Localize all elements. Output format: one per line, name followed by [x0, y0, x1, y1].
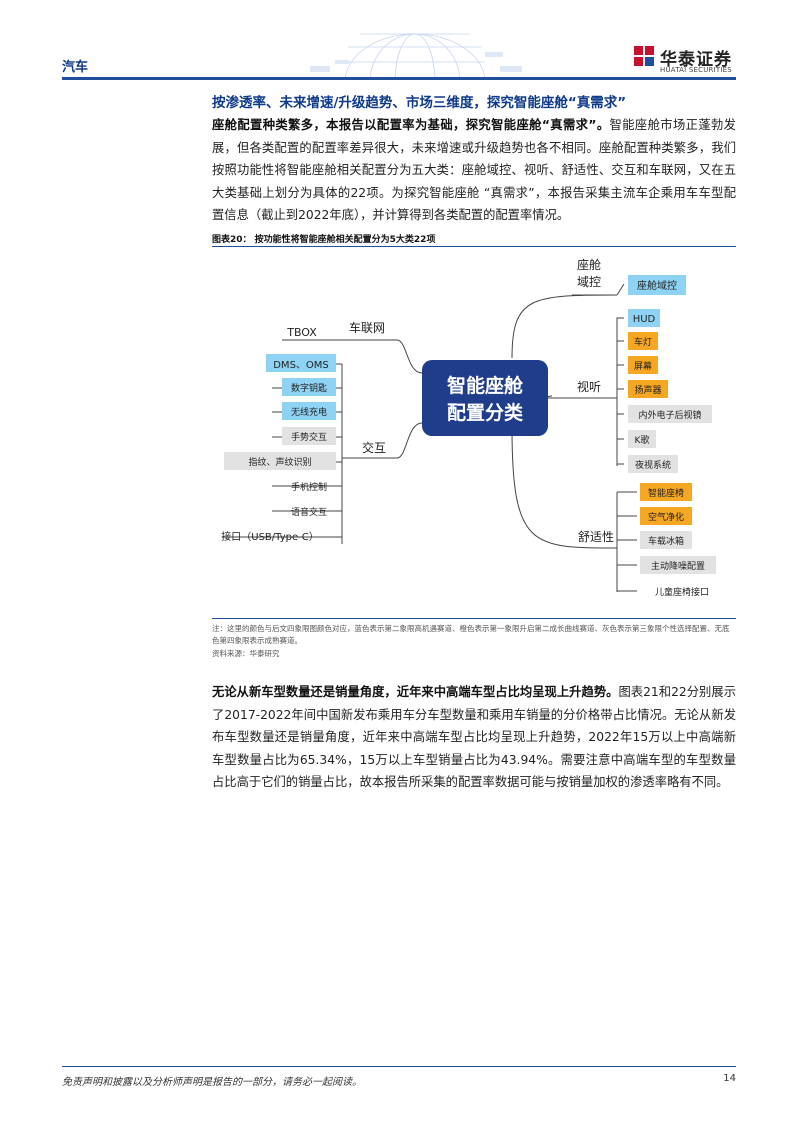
mm-item-wireless-charge-text: 无线充电 [291, 406, 327, 418]
center-node-line1: 智能座舱 [447, 374, 524, 397]
huatai-logo-mark-icon [634, 46, 654, 66]
page-number: 14 [723, 1073, 736, 1084]
mm-item-mirror-text: 内外电子后视镜 [638, 409, 701, 421]
mm-item-karaoke [628, 430, 656, 448]
mm-item-speaker-text: 扬声器 [634, 384, 661, 396]
mm-item-air-purify-text: 空气净化 [648, 511, 684, 523]
mm-item-voice-text: 语音交互 [291, 506, 327, 518]
figure-note: 注：这里的颜色与后文四象限图颜色对应，蓝色表示第二象限高机遇赛道、橙色表示第一象… [212, 624, 730, 645]
mm-item-anc-text: 主动降噪配置 [651, 560, 705, 572]
mm-item-port-text: 接口（USB/Type-C） [221, 530, 318, 543]
paragraph-1-body: 智能座舱市场正蓬勃发展，但各类配置的配置率差异很大，未来增速或升级趋势也各不相同… [212, 118, 736, 222]
mm-item-fingerprint-text: 指纹、声纹识别 [248, 456, 311, 468]
branch-label-telematics: 车联网 [349, 320, 385, 335]
figure-title: 图表20： 按功能性将智能座舱相关配置分为5大类22项 [212, 235, 436, 245]
mm-item-cockpit-domain [628, 275, 686, 295]
mm-item-cockpit-domain-text: 座舱域控 [637, 279, 677, 292]
logo-english-name: HUATAI SECURITIES [660, 66, 732, 74]
figure-source: 资料来源：华泰研究 [212, 649, 280, 658]
mm-item-fingerprint [224, 452, 336, 470]
mm-item-screen [628, 356, 658, 374]
mm-item-gesture [282, 427, 336, 445]
branch-label-cockpit-domain-2: 域控 [577, 275, 601, 289]
paragraph-1-lead: 座舱配置种类繁多，本报告以配置率为基础，探究智能座舱“真需求”。 [212, 118, 610, 132]
mm-item-speaker [628, 380, 668, 398]
mm-item-tbox-text: TBOX [286, 326, 317, 339]
figure-bottom-rule [212, 618, 736, 619]
cockpit-classification-mindmap: 智能座舱 配置分类 座舱 域控 视听 舒适性 车联网 交互 座舱域控 HUD 车… [221, 257, 716, 598]
footer-divider [62, 1066, 736, 1067]
mm-item-lamp [628, 332, 658, 350]
header-globe-decoration [310, 33, 522, 80]
mm-item-child-seat-text: 儿童座椅接口 [655, 586, 709, 598]
figure-top-rule [212, 246, 736, 247]
footer-disclaimer: 免责声明和披露以及分析师声明是报告的一部分，请务必一起阅读。 [62, 1077, 362, 1088]
center-node-line2: 配置分类 [447, 401, 523, 424]
mm-item-wireless-charge [282, 402, 336, 420]
paragraph-2: 无论从新车型数量还是销量角度，近年来中高端车型占比均呈现上升趋势。图表21和22… [212, 681, 736, 794]
mm-item-digital-key-text: 数字钥匙 [291, 382, 327, 394]
mm-item-screen-text: 屏幕 [634, 360, 652, 372]
paragraph-1: 座舱配置种类繁多，本报告以配置率为基础，探究智能座舱“真需求”。智能座舱市场正蓬… [212, 114, 736, 227]
header-divider [62, 77, 736, 80]
logo-chinese-name: 华泰证券 [660, 50, 732, 70]
mm-item-digital-key [282, 378, 336, 396]
mm-item-night-vision-text: 夜视系统 [635, 459, 671, 471]
huatai-logo: 华泰证券 HUATAI SECURITIES [632, 44, 742, 78]
mm-item-hud [628, 309, 660, 327]
mm-item-anc [640, 556, 716, 574]
mm-item-fridge [640, 531, 692, 549]
mm-item-dms-oms-text: DMS、OMS [273, 360, 329, 371]
mm-item-karaoke-text: K歌 [635, 434, 650, 446]
paragraph-2-lead: 无论从新车型数量还是销量角度，近年来中高端车型占比均呈现上升趋势。 [212, 685, 619, 699]
mm-item-hud-text: HUD [633, 314, 656, 325]
branch-label-cockpit-domain-1: 座舱 [577, 257, 601, 272]
paragraph-2-body: 图表21和22分别展示了2017-2022年间中国新发布乘用车分车型数量和乘用车… [212, 685, 736, 789]
mm-item-smart-seat [640, 483, 692, 501]
branch-label-av: 视听 [577, 379, 601, 394]
mm-item-air-purify [640, 507, 692, 525]
branch-label-comfort: 舒适性 [578, 530, 614, 544]
sector-label: 汽车 [62, 60, 89, 75]
branch-label-interaction: 交互 [362, 440, 386, 455]
mm-item-phone-control-text: 手机控制 [291, 481, 327, 493]
mm-item-lamp-text: 车灯 [634, 336, 652, 348]
section-title: 按渗透率、未来增速/升级趋势、市场三维度，探究智能座舱“真需求” [212, 95, 627, 111]
mm-item-smart-seat-text: 智能座椅 [648, 487, 684, 499]
mm-item-gesture-text: 手势交互 [291, 431, 327, 443]
mm-item-night-vision [628, 455, 678, 473]
mm-item-mirror [628, 405, 712, 423]
center-node [422, 360, 548, 436]
mm-item-fridge-text: 车载冰箱 [648, 535, 684, 547]
mm-item-dms-oms [266, 354, 336, 372]
